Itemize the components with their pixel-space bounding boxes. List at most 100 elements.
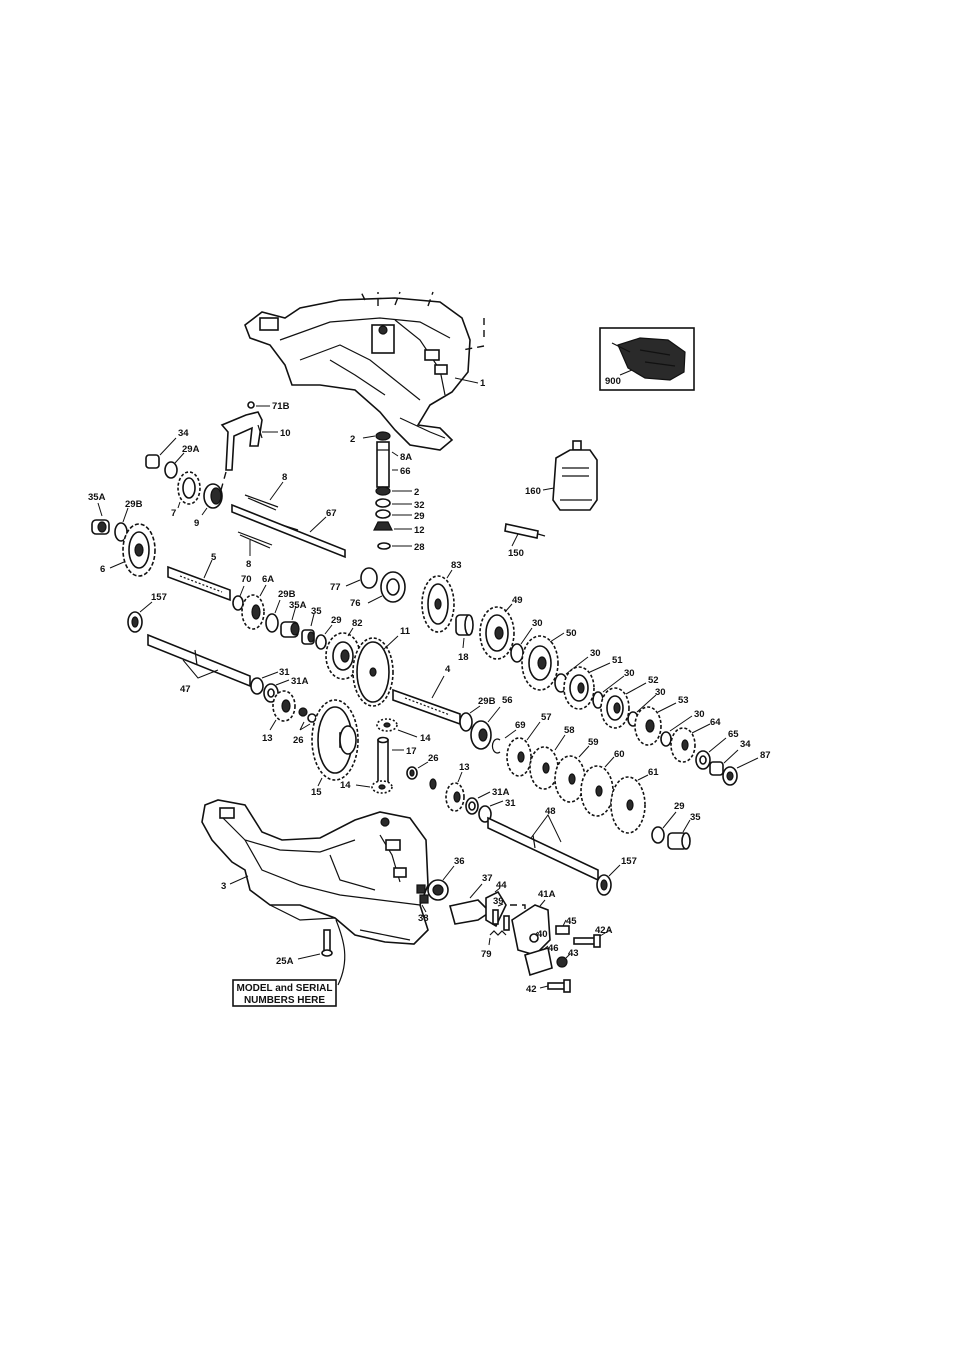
svg-text:77: 77	[330, 582, 341, 593]
gear-49	[479, 606, 515, 660]
callout-79: 79	[481, 937, 492, 960]
svg-text:29: 29	[674, 801, 685, 812]
callout-12: 12	[394, 525, 425, 536]
svg-text:35A: 35A	[289, 600, 307, 611]
pins-26-left	[298, 707, 317, 723]
svg-text:35A: 35A	[88, 492, 106, 503]
callout-11: 11	[382, 626, 411, 651]
callout-47: 47	[180, 659, 219, 695]
washer-29a	[164, 461, 178, 479]
washer-31a-lower	[465, 797, 479, 815]
svg-text:35: 35	[690, 812, 701, 823]
callout-60: 60	[604, 749, 625, 768]
callout-2-lower: 2	[392, 487, 419, 498]
callout-25a: 25A	[276, 953, 321, 967]
washer-29b-shaft4	[459, 712, 473, 732]
shift-fork	[220, 401, 263, 471]
svg-text:30: 30	[655, 687, 666, 698]
lower-housing	[201, 799, 429, 945]
callout-29b-top: 29B	[122, 499, 143, 523]
gear-52	[600, 687, 630, 729]
callout-15: 15	[311, 777, 323, 798]
svg-text:28: 28	[414, 542, 425, 553]
shaft-17	[377, 736, 389, 787]
callout-32: 32	[392, 500, 425, 511]
callout-35-mid: 35	[310, 606, 322, 627]
svg-text:2: 2	[350, 434, 355, 445]
gear-50	[521, 635, 559, 691]
svg-text:29A: 29A	[182, 444, 200, 455]
washer-29-right	[651, 826, 665, 844]
svg-text:6: 6	[100, 564, 105, 575]
callout-900: 900	[605, 369, 633, 387]
callout-157-left: 157	[139, 592, 167, 613]
pin-45	[555, 925, 570, 935]
nut-43	[556, 956, 568, 968]
shaft-5	[167, 565, 231, 602]
callout-36: 36	[442, 856, 465, 881]
callout-35a-top: 35A	[88, 492, 106, 517]
callout-35-right: 35	[682, 812, 701, 833]
washer-76	[380, 571, 406, 603]
spring-79	[489, 930, 507, 936]
svg-text:29: 29	[414, 511, 425, 522]
svg-text:5: 5	[211, 552, 217, 563]
model-serial-label: MODEL and SERIAL NUMBERS HERE	[232, 979, 337, 1007]
callout-17: 17	[392, 746, 417, 757]
svg-text:18: 18	[458, 652, 469, 663]
plate-41a	[511, 904, 551, 956]
svg-text:NUMBERS HERE: NUMBERS HERE	[244, 995, 325, 1006]
callout-39: 39	[493, 896, 504, 907]
bushing-35a-top	[91, 519, 110, 535]
svg-text:10: 10	[280, 428, 291, 439]
washer-31a-mid	[263, 683, 279, 703]
callout-40: 40	[534, 929, 548, 940]
spring-38	[416, 884, 429, 904]
collar-9	[203, 483, 223, 509]
svg-text:65: 65	[728, 729, 739, 740]
svg-text:2: 2	[414, 487, 419, 498]
svg-text:30: 30	[624, 668, 635, 679]
callout-10: 10	[262, 428, 291, 439]
bolt-42a	[573, 934, 601, 948]
svg-text:31: 31	[505, 798, 516, 809]
svg-text:48: 48	[545, 806, 556, 817]
svg-text:71B: 71B	[272, 401, 290, 412]
svg-text:57: 57	[541, 712, 552, 723]
washer-30-a	[510, 643, 524, 663]
callout-31a-lower: 31A	[477, 787, 510, 799]
sealant-tube-150	[504, 523, 546, 539]
key-8-lower	[237, 531, 273, 549]
callout-29b-shaft4: 29B	[469, 696, 496, 714]
callout-29b-mid: 29B	[274, 589, 296, 614]
svg-text:14: 14	[420, 733, 431, 744]
svg-text:56: 56	[502, 695, 513, 706]
svg-text:59: 59	[588, 737, 599, 748]
svg-text:17: 17	[406, 746, 417, 757]
bracket-46	[524, 946, 553, 977]
callout-67: 67	[309, 508, 337, 533]
pin-26-right	[406, 766, 418, 780]
svg-text:43: 43	[568, 948, 579, 959]
svg-text:31A: 31A	[291, 676, 309, 687]
callout-35a-mid: 35A	[289, 600, 307, 621]
shaft-47	[147, 633, 251, 688]
washer-77	[360, 567, 378, 589]
callout-64: 64	[691, 717, 721, 734]
callout-30-e: 30	[669, 709, 705, 732]
callout-42a: 42A	[595, 925, 613, 937]
callout-30-c: 30	[602, 668, 635, 693]
callout-51: 51	[589, 655, 623, 673]
seal-87	[722, 766, 738, 786]
svg-text:26: 26	[293, 735, 304, 746]
svg-text:35: 35	[311, 606, 322, 617]
callout-14-bottom: 14	[340, 780, 371, 791]
ring-70	[232, 595, 244, 611]
callout-83: 83	[446, 560, 462, 579]
svg-text:13: 13	[459, 762, 470, 773]
svg-text:3: 3	[221, 881, 226, 892]
svg-text:66: 66	[400, 466, 411, 477]
svg-text:25A: 25A	[276, 956, 294, 967]
gear-83	[421, 575, 455, 633]
washer-26-small	[429, 778, 437, 790]
